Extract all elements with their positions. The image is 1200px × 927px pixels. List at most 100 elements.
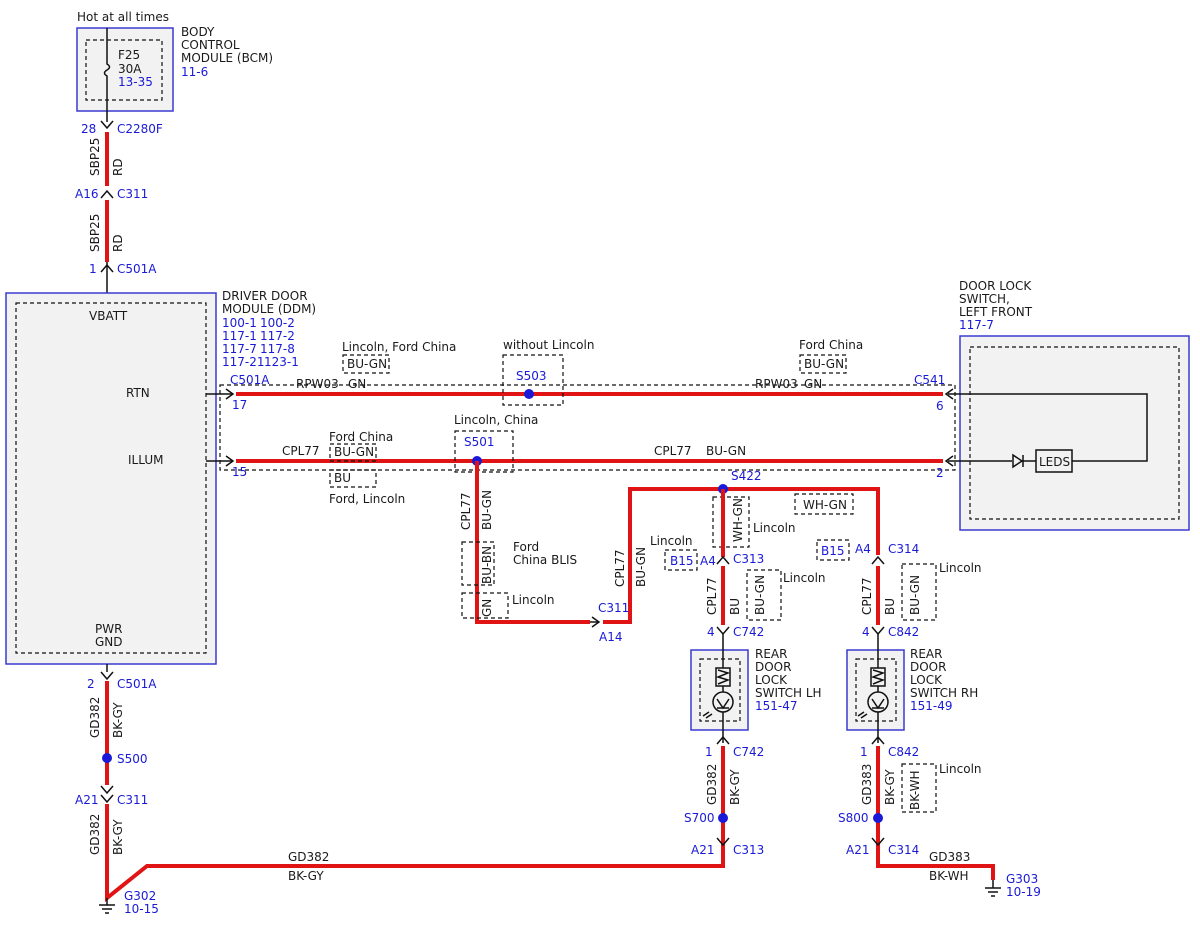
svg-text:BK-WH: BK-WH bbox=[908, 770, 922, 810]
svg-text:Lincoln, China: Lincoln, China bbox=[454, 413, 538, 427]
svg-text:2: 2 bbox=[936, 466, 944, 480]
svg-text:BK-GY: BK-GY bbox=[111, 819, 125, 855]
svg-text:C501A: C501A bbox=[230, 373, 270, 387]
svg-text:SWITCH,: SWITCH, bbox=[959, 292, 1010, 306]
svg-text:4: 4 bbox=[707, 625, 715, 639]
svg-text:BU: BU bbox=[883, 598, 897, 615]
gd383-ground-wire bbox=[876, 852, 995, 880]
svg-text:1: 1 bbox=[705, 745, 713, 759]
svg-text:BK-GY: BK-GY bbox=[288, 869, 324, 883]
svg-text:LOCK: LOCK bbox=[755, 673, 788, 687]
svg-text:C311: C311 bbox=[117, 187, 148, 201]
svg-text:G303: G303 bbox=[1006, 872, 1038, 886]
svg-text:BU-GN: BU-GN bbox=[706, 444, 746, 458]
svg-text:C314: C314 bbox=[888, 843, 919, 857]
svg-text:S501: S501 bbox=[464, 435, 495, 449]
svg-text:1: 1 bbox=[860, 745, 868, 759]
svg-text:1: 1 bbox=[89, 262, 97, 276]
svg-text:A14: A14 bbox=[599, 630, 622, 644]
svg-text:LEFT FRONT: LEFT FRONT bbox=[959, 305, 1033, 319]
svg-text:Ford: Ford bbox=[513, 540, 539, 554]
connector-icon bbox=[100, 263, 114, 273]
svg-text:CPL77: CPL77 bbox=[282, 444, 320, 458]
svg-text:C742: C742 bbox=[733, 625, 764, 639]
svg-text:GN: GN bbox=[348, 377, 366, 391]
svg-text:REAR: REAR bbox=[755, 647, 787, 661]
svg-text:B15: B15 bbox=[821, 544, 845, 558]
svg-text:117-21: 117-21 bbox=[222, 355, 265, 369]
svg-text:GN: GN bbox=[804, 377, 822, 391]
svg-text:CPL77: CPL77 bbox=[705, 577, 719, 615]
svg-text:117-8: 117-8 bbox=[260, 342, 295, 356]
svg-text:SWITCH RH: SWITCH RH bbox=[910, 686, 978, 700]
connector-icon bbox=[100, 120, 114, 130]
svg-text:SBP25: SBP25 bbox=[88, 214, 102, 252]
splice-s500 bbox=[102, 753, 112, 763]
svg-text:C2280F: C2280F bbox=[117, 122, 163, 136]
svg-text:WH-GN: WH-GN bbox=[803, 498, 847, 512]
svg-text:CPL77: CPL77 bbox=[860, 577, 874, 615]
svg-text:BU: BU bbox=[728, 598, 742, 615]
svg-text:S503: S503 bbox=[516, 369, 547, 383]
ground-icon bbox=[99, 898, 115, 914]
svg-text:15: 15 bbox=[232, 465, 247, 479]
svg-text:PWR: PWR bbox=[95, 622, 122, 636]
svg-text:S422: S422 bbox=[731, 469, 762, 483]
svg-text:DRIVER DOOR: DRIVER DOOR bbox=[222, 289, 308, 303]
svg-text:28: 28 bbox=[81, 122, 96, 136]
svg-text:151-47: 151-47 bbox=[755, 699, 798, 713]
svg-text:RPW03: RPW03 bbox=[296, 377, 339, 391]
svg-text:RD: RD bbox=[111, 158, 125, 176]
svg-text:117-7: 117-7 bbox=[222, 342, 257, 356]
svg-text:C314: C314 bbox=[888, 542, 919, 556]
svg-text:A4: A4 bbox=[855, 542, 871, 556]
svg-text:GN: GN bbox=[480, 599, 494, 617]
svg-text:BK-GY: BK-GY bbox=[883, 769, 897, 805]
svg-text:100-1: 100-1 bbox=[222, 316, 257, 330]
svg-text:LEDS: LEDS bbox=[1039, 455, 1070, 469]
gd382-ground-wire bbox=[105, 804, 725, 903]
svg-text:China BLIS: China BLIS bbox=[513, 553, 577, 567]
svg-text:RD: RD bbox=[111, 234, 125, 252]
svg-text:without Lincoln: without Lincoln bbox=[503, 338, 594, 352]
svg-text:GD382: GD382 bbox=[288, 850, 329, 864]
hot-label: Hot at all times bbox=[77, 10, 169, 24]
svg-text:SBP25: SBP25 bbox=[88, 138, 102, 176]
svg-text:Lincoln, Ford China: Lincoln, Ford China bbox=[342, 340, 456, 354]
svg-text:C311: C311 bbox=[117, 793, 148, 807]
svg-text:BK-GY: BK-GY bbox=[728, 769, 742, 805]
svg-text:S700: S700 bbox=[684, 811, 715, 825]
svg-text:C313: C313 bbox=[733, 552, 764, 566]
svg-text:C842: C842 bbox=[888, 745, 919, 759]
fuse-name: F25 bbox=[118, 48, 140, 62]
svg-text:Lincoln: Lincoln bbox=[512, 593, 555, 607]
svg-text:C842: C842 bbox=[888, 625, 919, 639]
svg-text:C501A: C501A bbox=[117, 677, 157, 691]
fuse-ref: 13-35 bbox=[118, 75, 153, 89]
cpl77-branch-wire bbox=[475, 461, 590, 624]
svg-text:2: 2 bbox=[87, 677, 95, 691]
bcm-box bbox=[76, 27, 174, 112]
svg-text:117-2: 117-2 bbox=[260, 329, 295, 343]
svg-text:DOOR: DOOR bbox=[910, 660, 946, 674]
svg-text:C311: C311 bbox=[598, 601, 629, 615]
svg-text:BU-GN: BU-GN bbox=[347, 357, 387, 371]
dls-box bbox=[959, 335, 1190, 531]
svg-text:Ford China: Ford China bbox=[799, 338, 863, 352]
svg-text:S800: S800 bbox=[838, 811, 869, 825]
svg-text:Lincoln: Lincoln bbox=[783, 571, 826, 585]
svg-text:123-1: 123-1 bbox=[264, 355, 299, 369]
svg-text:GD382: GD382 bbox=[88, 697, 102, 738]
svg-text:MODULE (DDM): MODULE (DDM) bbox=[222, 302, 316, 316]
svg-text:BU-GN: BU-GN bbox=[634, 547, 648, 587]
svg-text:10-15: 10-15 bbox=[124, 902, 159, 916]
diode-icon bbox=[1012, 453, 1036, 469]
svg-text:RTN: RTN bbox=[126, 386, 150, 400]
connector-icon bbox=[100, 189, 114, 199]
svg-text:A4: A4 bbox=[700, 554, 716, 568]
svg-text:S500: S500 bbox=[117, 752, 148, 766]
svg-text:Lincoln: Lincoln bbox=[939, 561, 982, 575]
svg-text:A21: A21 bbox=[846, 843, 869, 857]
svg-text:CPL77: CPL77 bbox=[654, 444, 692, 458]
svg-text:100-2: 100-2 bbox=[260, 316, 295, 330]
